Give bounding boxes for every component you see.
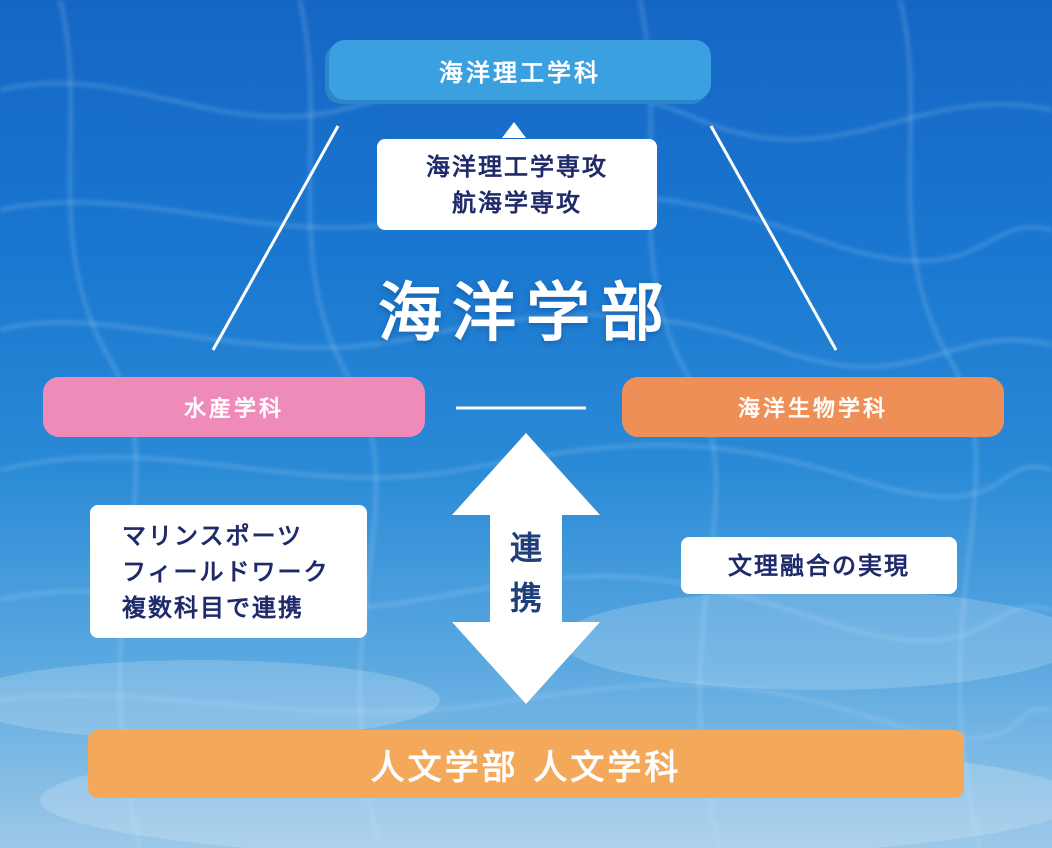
page-title: 海洋学部 (378, 277, 674, 351)
card-left-line-1: マリンスポーツ (122, 521, 304, 550)
card-integration: 文理融合の実現 (681, 537, 957, 594)
card-left-line-3: 複数科目で連携 (122, 593, 304, 622)
line-top-left (211, 125, 340, 351)
line-top-right (709, 125, 838, 351)
card-fisheries-activities: マリンスポーツ フィールドワーク 複数科目で連携 (90, 505, 367, 638)
dept-marine-biology: 海洋生物学科 (622, 377, 1004, 437)
card-majors-line-1: 海洋理工学専攻 (426, 152, 608, 181)
card-right-line-1: 文理融合の実現 (728, 551, 910, 580)
dept-fisheries: 水産学科 (43, 377, 425, 437)
card-left-line-2: フィールドワーク (122, 557, 330, 586)
link-char-2: 携 (509, 579, 542, 617)
link-char-1: 連 (509, 529, 542, 567)
card-majors: 海洋理工学専攻 航海学専攻 (377, 139, 657, 230)
small-up-arrow (502, 122, 526, 138)
double-arrow (452, 433, 600, 704)
card-majors-line-2: 航海学専攻 (452, 188, 582, 217)
dept-humanities: 人文学部 人文学科 (88, 730, 964, 798)
dept-marine-science-engineering: 海洋理工学科 (329, 40, 711, 100)
